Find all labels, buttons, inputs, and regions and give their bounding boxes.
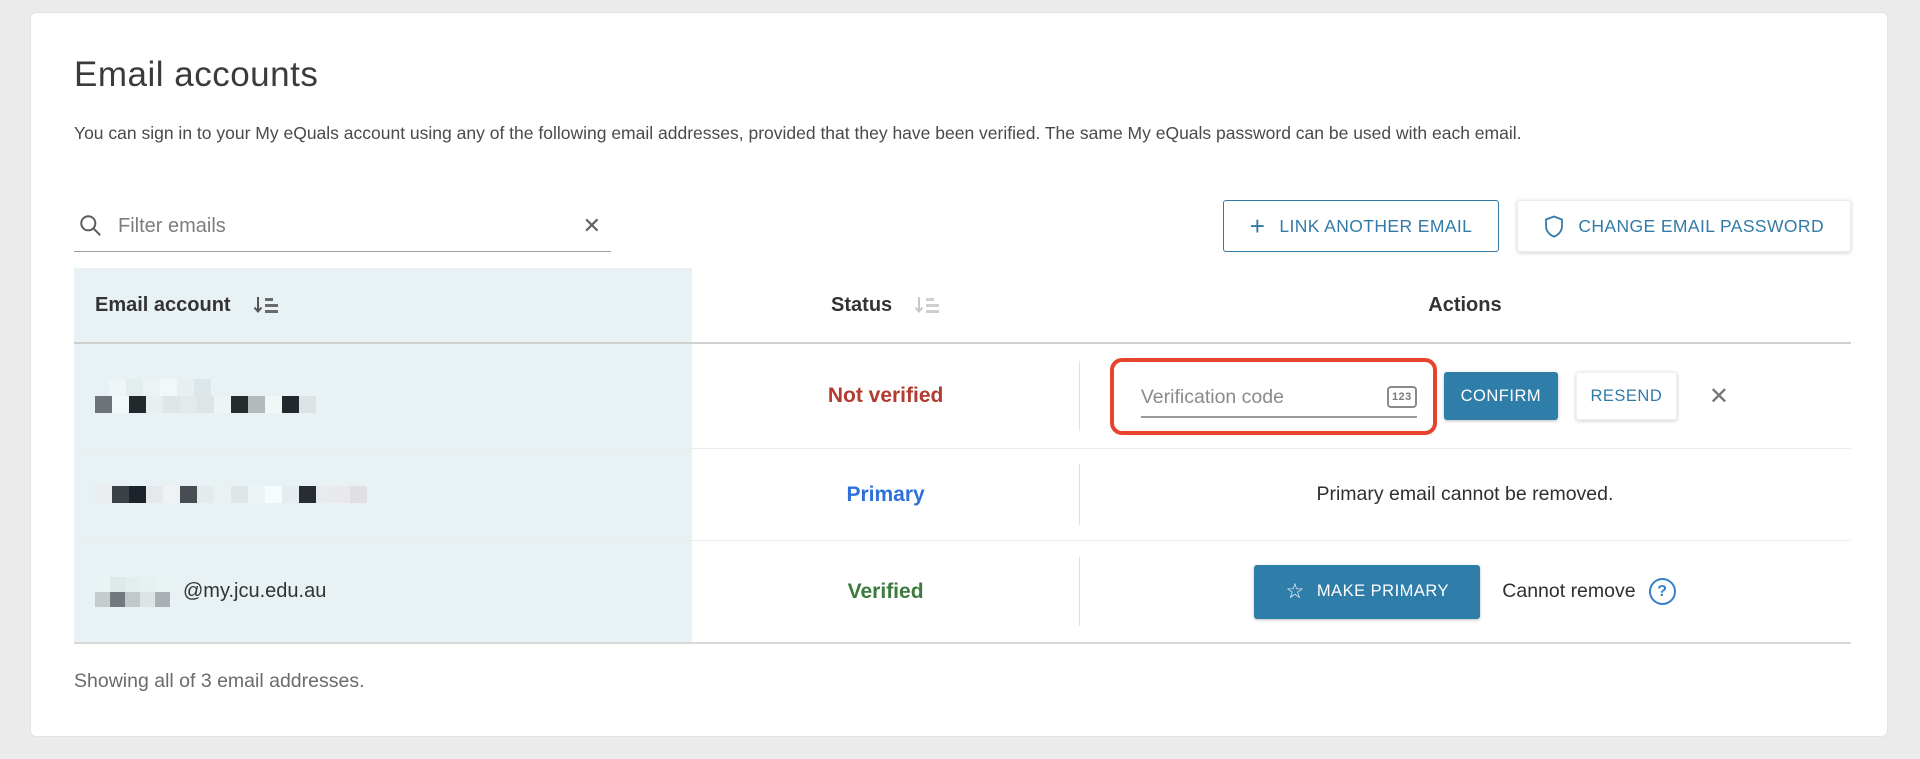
filter-emails-field: ✕ bbox=[74, 207, 611, 252]
status-cell: Primary bbox=[692, 449, 1079, 540]
clear-filter-icon[interactable]: ✕ bbox=[582, 213, 601, 238]
resend-button[interactable]: RESEND bbox=[1575, 372, 1677, 420]
sort-icon-active bbox=[253, 297, 278, 314]
cannot-remove-label: Cannot remove bbox=[1502, 580, 1636, 602]
sort-by-email-control[interactable]: Email account bbox=[95, 294, 279, 317]
controls-row: ✕ + LINK ANOTHER EMAIL CHANGE EMAIL PASS… bbox=[74, 200, 1851, 252]
link-another-email-label: LINK ANOTHER EMAIL bbox=[1279, 215, 1473, 236]
table-row: Primary Primary email cannot be removed. bbox=[74, 449, 1851, 541]
header-actions: Actions bbox=[1079, 268, 1851, 342]
confirm-button[interactable]: CONFIRM bbox=[1443, 372, 1558, 420]
star-icon: ☆ bbox=[1285, 580, 1305, 603]
change-email-password-button[interactable]: CHANGE EMAIL PASSWORD bbox=[1517, 200, 1851, 252]
actions-cell: ☆ MAKE PRIMARY Cannot remove ? bbox=[1078, 541, 1851, 642]
page-description: You can sign in to your My eQuals accoun… bbox=[74, 123, 1522, 143]
change-email-password-label: CHANGE EMAIL PASSWORD bbox=[1578, 215, 1824, 236]
filter-emails-input[interactable] bbox=[118, 214, 563, 238]
email-cell bbox=[74, 449, 693, 540]
shield-icon bbox=[1545, 215, 1564, 237]
table-row: Not verified 123 CONFIRM RESEND ✕ bbox=[74, 344, 1851, 449]
link-another-email-button[interactable]: + LINK ANOTHER EMAIL bbox=[1222, 200, 1500, 252]
sort-icon-inactive bbox=[914, 297, 940, 314]
header-status: Status bbox=[692, 268, 1079, 342]
status-cell: Verified bbox=[692, 541, 1079, 642]
table-footer-summary: Showing all of 3 email addresses. bbox=[74, 670, 365, 692]
email-domain-text: @my.jcu.edu.au bbox=[183, 580, 327, 602]
status-badge: Verified bbox=[847, 579, 924, 603]
plus-icon: + bbox=[1249, 211, 1266, 241]
sort-by-status-control[interactable]: Status bbox=[831, 294, 940, 317]
table-row: @my.jcu.edu.au Verified ☆ MAKE PRIMARY C… bbox=[74, 541, 1851, 644]
email-cell: @my.jcu.edu.au bbox=[74, 541, 693, 642]
verification-code-highlight-box: 123 bbox=[1109, 357, 1437, 435]
redacted-email bbox=[95, 576, 171, 607]
redacted-email-pixels bbox=[109, 379, 316, 396]
header-email-account-label: Email account bbox=[95, 293, 231, 316]
redacted-email bbox=[95, 396, 316, 413]
actions-cell: 123 CONFIRM RESEND ✕ bbox=[1078, 344, 1851, 448]
redacted-email bbox=[95, 486, 367, 503]
verification-code-input[interactable] bbox=[1140, 385, 1351, 409]
status-badge: Not verified bbox=[827, 384, 944, 407]
numeric-keypad-icon: 123 bbox=[1386, 386, 1417, 408]
status-cell: Not verified bbox=[692, 344, 1079, 448]
header-status-label: Status bbox=[831, 293, 893, 316]
page-title: Email accounts bbox=[74, 55, 319, 94]
table-header-row: Email account Status bbox=[74, 268, 1851, 344]
help-icon[interactable]: ? bbox=[1648, 578, 1676, 605]
search-icon bbox=[80, 215, 101, 236]
toolbar: + LINK ANOTHER EMAIL CHANGE EMAIL PASSWO… bbox=[1222, 200, 1851, 252]
primary-cannot-remove-message: Primary email cannot be removed. bbox=[1316, 483, 1614, 505]
email-accounts-card: Email accounts You can sign in to your M… bbox=[30, 12, 1888, 737]
email-accounts-table: Email account Status bbox=[74, 268, 1851, 644]
status-badge: Primary bbox=[846, 482, 925, 506]
verification-code-field: 123 bbox=[1140, 385, 1417, 418]
email-cell bbox=[74, 344, 693, 448]
make-primary-label: MAKE PRIMARY bbox=[1316, 582, 1450, 600]
actions-cell: Primary email cannot be removed. bbox=[1078, 449, 1851, 540]
remove-email-icon[interactable]: ✕ bbox=[1708, 382, 1729, 410]
make-primary-button[interactable]: ☆ MAKE PRIMARY bbox=[1254, 564, 1481, 619]
header-actions-label: Actions bbox=[1428, 293, 1502, 316]
header-email-account: Email account bbox=[74, 268, 693, 342]
